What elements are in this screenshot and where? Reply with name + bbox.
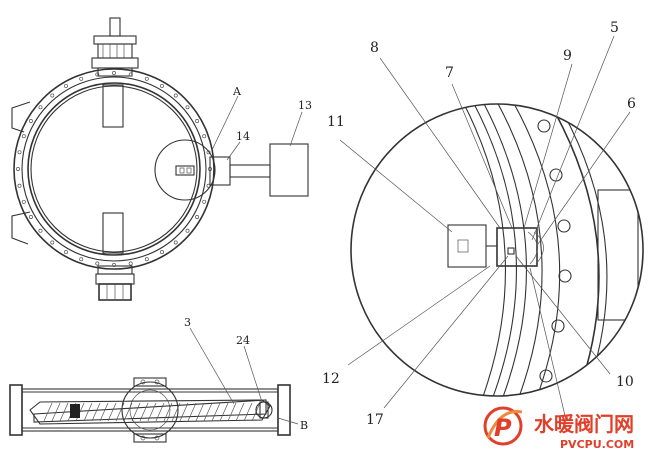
bolt-hole xyxy=(202,199,207,204)
bolt-hole xyxy=(95,261,100,266)
bolt-hole xyxy=(112,71,116,75)
bolt-hole xyxy=(144,257,149,262)
label-8: 8 xyxy=(370,40,379,56)
bolt-hole xyxy=(64,83,68,88)
hatch-line xyxy=(163,402,173,422)
label-B: B xyxy=(300,419,308,432)
hatch-line xyxy=(227,402,237,422)
bolt-hole xyxy=(202,134,207,139)
label-7: 7 xyxy=(445,65,454,81)
bolt-hole xyxy=(50,240,55,245)
hatch-line xyxy=(139,402,149,422)
bolt-hole xyxy=(128,72,133,77)
valve-front-view xyxy=(11,17,309,301)
label-A: A xyxy=(232,85,242,98)
bolt-hole xyxy=(38,105,43,110)
hatch-line xyxy=(51,402,61,422)
bolt-hole xyxy=(21,134,26,139)
hatch-line xyxy=(99,402,109,422)
bolt-hole xyxy=(17,183,22,188)
hatch-line xyxy=(187,402,197,422)
bolt-hole xyxy=(173,93,178,98)
hatch-line xyxy=(211,402,221,422)
bolt-hole xyxy=(185,105,190,110)
hatch-line xyxy=(43,402,53,422)
bolt-hole xyxy=(160,83,164,88)
bolt-hole xyxy=(38,228,43,233)
bolt-hole xyxy=(16,167,20,171)
label-17: 17 xyxy=(366,412,384,428)
hatch-line xyxy=(243,402,253,422)
hatch-line xyxy=(147,402,157,422)
hatch-line xyxy=(83,402,93,422)
bolt-hole xyxy=(173,240,178,245)
bolt-hole xyxy=(79,76,84,81)
hatch-line xyxy=(195,402,205,422)
label-13: 13 xyxy=(298,99,312,112)
hatch-line xyxy=(131,402,141,422)
bolt-hole xyxy=(50,93,55,98)
label-3: 3 xyxy=(184,316,191,329)
bolt-hole xyxy=(195,215,200,219)
hatch-line xyxy=(155,402,165,422)
bolt-hole xyxy=(17,150,22,155)
label-9: 9 xyxy=(563,48,572,64)
hatch-line xyxy=(59,402,69,422)
label-6: 6 xyxy=(627,96,636,112)
bolt-hole xyxy=(21,199,26,204)
hatch-line xyxy=(179,402,189,422)
bolt-hole xyxy=(185,228,190,233)
bolt-hole xyxy=(64,250,68,255)
label-24: 24 xyxy=(236,334,250,347)
watermark: P 水暖阀门网 PVCPU.COM xyxy=(483,406,634,451)
hatch-line xyxy=(171,402,181,422)
hatch-line xyxy=(203,402,213,422)
label-5: 5 xyxy=(610,20,619,36)
hatch-line xyxy=(107,402,117,422)
detail-view xyxy=(339,35,644,421)
hatch-line xyxy=(115,402,125,422)
bolt-hole xyxy=(160,250,164,255)
label-11: 11 xyxy=(327,114,345,130)
bolt-hole xyxy=(144,76,149,81)
watermark-text: 水暖阀门网 xyxy=(534,412,634,436)
bolt-hole xyxy=(128,261,133,266)
bolt-hole xyxy=(28,215,33,219)
valve-side-view xyxy=(9,327,299,443)
label-14: 14 xyxy=(236,130,250,143)
bolt-hole xyxy=(79,257,84,262)
hatch-line xyxy=(219,402,229,422)
label-12: 12 xyxy=(322,371,340,387)
svg-text:P: P xyxy=(494,414,512,442)
hatch-line xyxy=(91,402,101,422)
label-10: 10 xyxy=(616,374,634,390)
bolt-hole xyxy=(195,119,200,123)
watermark-logo: P xyxy=(483,406,523,446)
bolt-hole xyxy=(95,72,100,77)
hatch-line xyxy=(235,402,245,422)
hatch-line xyxy=(123,402,133,422)
watermark-url: PVCPU.COM xyxy=(560,438,634,451)
bolt-hole xyxy=(28,119,33,123)
bolt-hole xyxy=(112,263,116,267)
